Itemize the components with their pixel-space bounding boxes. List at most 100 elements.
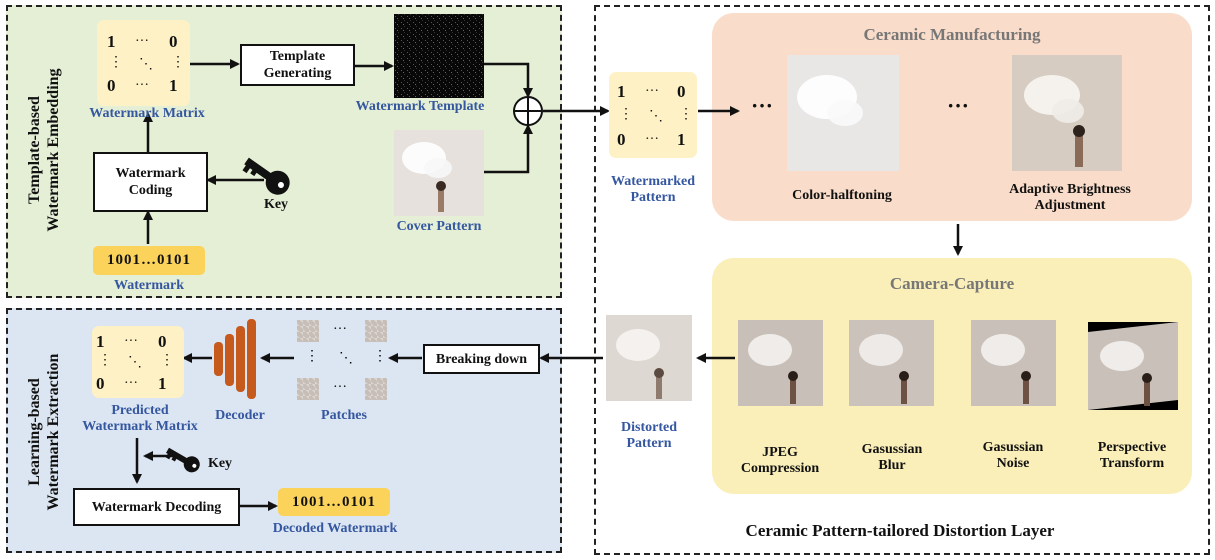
watermark-bits-label: Watermark — [114, 278, 184, 293]
template-box-line1: Template — [269, 49, 326, 64]
patch — [365, 320, 387, 342]
perspective-transform-image — [1088, 322, 1178, 410]
predicted-matrix-label: Predicted Watermark Matrix — [60, 403, 220, 435]
matrix-cell: 0 — [107, 76, 116, 95]
jpeg-label-line1: JPEG — [762, 445, 798, 460]
jpeg-compression-image — [738, 320, 823, 406]
matrix-cell: 0 — [169, 32, 178, 51]
predicted-label-line2: Watermark Matrix — [82, 419, 198, 434]
cover-photo — [394, 130, 484, 216]
brightness-label-line2: Adjustment — [1034, 198, 1106, 213]
patch — [297, 378, 319, 400]
watermark-bits: 1001…0101 — [93, 246, 205, 275]
blur-label-line2: Blur — [878, 458, 906, 473]
key-icon — [242, 157, 290, 195]
matrix-cell: 0 — [677, 82, 686, 101]
patch — [365, 378, 387, 400]
blur-photo — [849, 320, 934, 406]
matrix-cell: ··· — [135, 78, 149, 93]
distorted-label-line2: Pattern — [626, 436, 672, 451]
adaptive-brightness-image — [1012, 55, 1122, 171]
matrix-cell: 1 — [96, 332, 105, 351]
matrix-cell: 0 — [617, 130, 626, 149]
matrix-cell: ⋮ — [619, 107, 633, 122]
template-box-line2: Generating — [263, 66, 332, 81]
halftone-label: Color-halftoning — [792, 188, 892, 203]
coding-box-line2: Coding — [128, 183, 173, 198]
watermark-template-label: Watermark Template — [355, 99, 485, 114]
matrix-cell: ··· — [645, 84, 659, 99]
matrix-cell: ⋱ — [649, 109, 663, 124]
watermark-decoding-box: Watermark Decoding — [73, 488, 240, 526]
noise-label: Gasussian Noise — [963, 440, 1063, 472]
distorted-pattern-image — [606, 315, 692, 401]
brightness-photo — [1012, 55, 1122, 171]
matrix-cell: ··· — [645, 132, 659, 147]
watermarked-label-line2: Pattern — [630, 190, 676, 205]
watermarked-pattern-matrix: 1 ··· 0 ⋮ ⋱ ⋮ 0 ··· 1 — [609, 72, 697, 158]
halftone-photo — [787, 55, 899, 171]
noise-label-line1: Gasussian — [982, 440, 1044, 455]
key-icon-extraction — [165, 447, 200, 473]
decoded-bits: 1001…0101 — [278, 488, 390, 516]
distorted-photo — [606, 315, 692, 401]
color-halftoning-image — [787, 55, 899, 171]
noise-photo — [971, 320, 1056, 406]
capture-title: Camera-Capture — [889, 274, 1015, 293]
watermarked-pattern-label: Watermarked Pattern — [598, 174, 708, 206]
patches-grid: ··· ··· ⋮ ⋮ ⋱ — [297, 320, 389, 400]
matrix-cell: 0 — [158, 332, 167, 351]
patches-label: Patches — [321, 408, 367, 423]
perspective-label-line2: Transform — [1099, 456, 1165, 471]
matrix-cell: ⋮ — [109, 55, 123, 70]
jpeg-photo — [738, 320, 823, 406]
gaussian-noise-image — [971, 320, 1056, 406]
perspective-photo — [1088, 322, 1178, 410]
add-operator-icon — [513, 96, 543, 126]
matrix-cell: ⋮ — [160, 353, 174, 368]
matrix-cell: 0 — [96, 374, 105, 393]
patch-dots: ··· — [333, 380, 347, 395]
matrix-cell: 1 — [107, 32, 116, 51]
perspective-label-line1: Perspective — [1097, 440, 1167, 455]
predicted-label-line1: Predicted — [111, 403, 169, 418]
predicted-matrix: 1 ··· 0 ⋮ ⋱ ⋮ 0 ··· 1 — [92, 326, 184, 398]
patch — [297, 320, 319, 342]
watermark-matrix-label: Watermark Matrix — [89, 106, 205, 121]
matrix-cell: 1 — [169, 76, 178, 95]
blur-label-line1: Gasussian — [861, 442, 923, 457]
gaussian-blur-image — [849, 320, 934, 406]
coding-box-line1: Watermark — [115, 166, 186, 181]
arrow-cover-to-plus — [484, 124, 533, 174]
blur-label: Gasussian Blur — [842, 442, 942, 474]
breaking-down-box: Breaking down — [423, 344, 540, 374]
decoded-watermark-label: Decoded Watermark — [272, 521, 398, 536]
ellipsis-before-brightness: ··· — [946, 93, 969, 118]
watermark-matrix: 1 ··· 0 ⋮ ⋱ ⋮ 0 ··· 1 — [97, 20, 190, 106]
key-label: Key — [263, 197, 289, 212]
matrix-cell: ··· — [124, 376, 138, 391]
brightness-label: Adaptive Brightness Adjustment — [980, 182, 1160, 214]
matrix-cell: 1 — [617, 82, 626, 101]
distorted-label-line1: Distorted — [621, 420, 677, 435]
matrix-cell: 1 — [158, 374, 167, 393]
template-noise — [394, 14, 484, 98]
patch-dots: ⋮ — [373, 349, 387, 364]
patch-dots: ⋱ — [339, 351, 353, 366]
perspective-label: Perspective Transform — [1076, 440, 1188, 472]
jpeg-label-line2: Compression — [740, 461, 820, 476]
matrix-cell: ⋮ — [98, 353, 112, 368]
patch-dots: ⋮ — [305, 349, 319, 364]
matrix-cell: ··· — [124, 334, 138, 349]
matrix-cell: ··· — [135, 34, 149, 49]
patch-dots: ··· — [333, 322, 347, 337]
brightness-label-line1: Adaptive Brightness — [1009, 182, 1131, 197]
jpeg-label: JPEG Compression — [730, 445, 830, 477]
matrix-cell: ⋮ — [171, 55, 185, 70]
watermarked-label-line1: Watermarked — [611, 174, 695, 189]
watermark-template-image — [394, 14, 484, 98]
arrow-template-to-plus — [484, 62, 533, 98]
cover-pattern-label: Cover Pattern — [396, 219, 482, 234]
distortion-layer-label: Ceramic Pattern-tailored Distortion Laye… — [745, 521, 1055, 540]
